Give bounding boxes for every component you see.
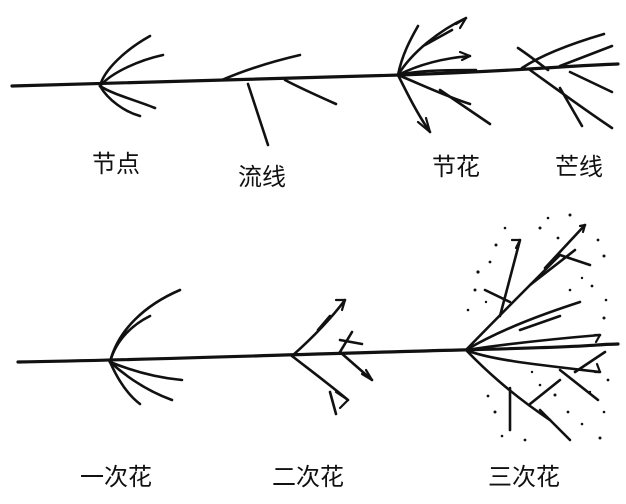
secondary-flower-symbol [292,300,372,414]
awn-line-symbol [518,34,612,128]
label-node-flower: 节花 [432,155,480,179]
label-primary-flower: 一次花 [80,465,152,489]
row2-main-stem [18,344,618,362]
node-symbol [100,36,163,116]
label-node: 节点 [92,152,140,176]
tertiary-flower-symbol [466,225,605,440]
label-flow-line: 流线 [238,165,286,189]
label-awn-line: 芒线 [555,155,603,179]
label-tertiary-flower: 三次花 [488,465,560,489]
label-secondary-flower: 二次花 [272,465,344,489]
flow-line-symbol [222,55,336,145]
primary-flower-symbol [110,290,182,404]
